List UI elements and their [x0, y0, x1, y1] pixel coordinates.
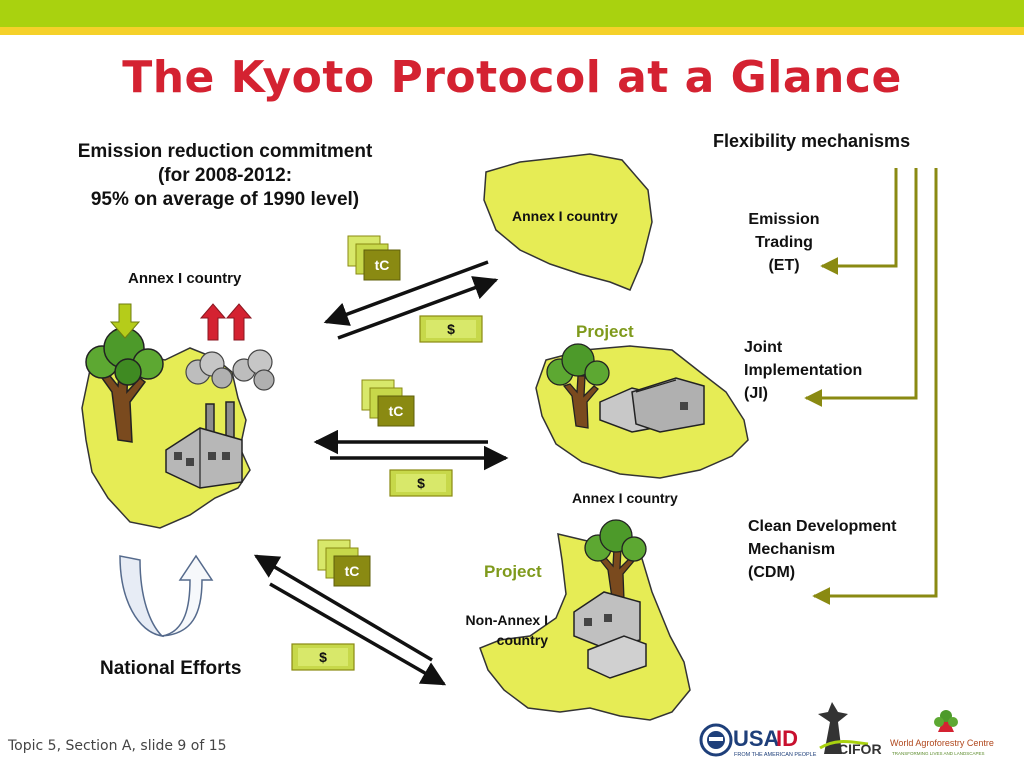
national-efforts-label: National Efforts: [100, 658, 242, 679]
commitment-line-2: (for 2008-2012:: [157, 165, 293, 186]
cdm-line-2: Mechanism: [748, 541, 836, 558]
usaid-logo-text: ID: [776, 726, 798, 751]
icraf-tagline: TRANSFORMING LIVES AND LANDSCAPES: [892, 751, 985, 756]
non-annex-line-1: Non-Annex I: [465, 612, 548, 628]
slide-footer: Topic 5, Section A, slide 9 of 15: [8, 738, 227, 754]
money-token-label: $: [417, 475, 425, 491]
smoke-icon: [185, 349, 275, 391]
carbon-token-top: tC: [347, 235, 401, 281]
money-token-bottom: $: [291, 643, 355, 671]
non-annex-country-label: Non-Annex I country: [436, 610, 548, 650]
cdm-line-3: (CDM): [748, 564, 796, 581]
ji-line-3: (JI): [744, 385, 768, 402]
money-token-label: $: [319, 649, 327, 665]
slide-title: The Kyoto Protocol at a Glance: [122, 52, 902, 103]
icraf-logo: World Agroforestry Centre TRANSFORMING L…: [890, 710, 994, 756]
right-top-country-map: [483, 153, 653, 291]
trade-arrows-top: [323, 260, 499, 340]
et-line-1: Emission: [748, 211, 820, 228]
et-line-2: Trading: [755, 234, 813, 251]
top-bar-green: [0, 0, 1024, 27]
tree-icon: [546, 343, 610, 429]
right-top-country-label: Annex I country: [512, 208, 618, 224]
et-line-3: (ET): [768, 257, 800, 274]
money-token-top: $: [419, 315, 483, 343]
money-token-middle: $: [389, 469, 453, 497]
usaid-tagline: FROM THE AMERICAN PEOPLE: [734, 752, 817, 758]
left-country-label: Annex I country: [128, 270, 242, 287]
flexibility-connectors: [804, 168, 938, 605]
down-arrow-icon: [109, 303, 141, 339]
cifor-logo: CIFOR: [818, 702, 882, 757]
trade-arrows-middle: [313, 429, 509, 471]
ji-line-2: Implementation: [744, 362, 863, 379]
ji-line-1: Joint: [744, 339, 783, 356]
tree-icon: [85, 327, 164, 443]
commitment-line-1: Emission reduction commitment: [77, 141, 373, 162]
top-bar-yellow: [0, 27, 1024, 35]
icraf-logo-text: World Agroforestry Centre: [890, 738, 994, 748]
carbon-token-middle: tC: [361, 379, 415, 427]
up-arrow-icon: [199, 303, 253, 341]
factory-icon: [599, 377, 705, 433]
cycle-arrow-icon: [119, 554, 214, 638]
non-annex-line-2: country: [496, 632, 548, 648]
factory-icon: [573, 591, 647, 679]
cdm-label: Clean Development Mechanism (CDM): [748, 515, 896, 584]
svg-text:USA: USA: [733, 726, 780, 751]
right-mid-country-label: Annex I country: [572, 490, 678, 506]
tree-icon: [584, 519, 647, 601]
project-label-middle: Project: [576, 322, 634, 341]
flexibility-heading: Flexibility mechanisms: [713, 131, 911, 151]
ji-label: Joint Implementation (JI): [744, 336, 862, 405]
money-token-label: $: [447, 321, 455, 337]
factory-icon: [165, 401, 243, 489]
project-label-bottom: Project: [484, 562, 542, 581]
et-label: Emission Trading (ET): [738, 208, 830, 277]
carbon-token-label: tC: [389, 403, 404, 419]
carbon-token-bottom: tC: [317, 539, 371, 587]
usaid-logo: USA ID FROM THE AMERICAN PEOPLE: [699, 723, 817, 758]
commitment-line-3: 95% on average of 1990 level): [90, 189, 360, 210]
cdm-line-1: Clean Development: [748, 518, 897, 535]
carbon-token-label: tC: [345, 563, 360, 579]
cifor-logo-text: CIFOR: [838, 741, 882, 757]
carbon-token-label: tC: [375, 257, 390, 273]
trade-arrows-bottom: [253, 554, 447, 686]
commitment-text: Emission reduction commitment (for 2008-…: [60, 140, 390, 212]
